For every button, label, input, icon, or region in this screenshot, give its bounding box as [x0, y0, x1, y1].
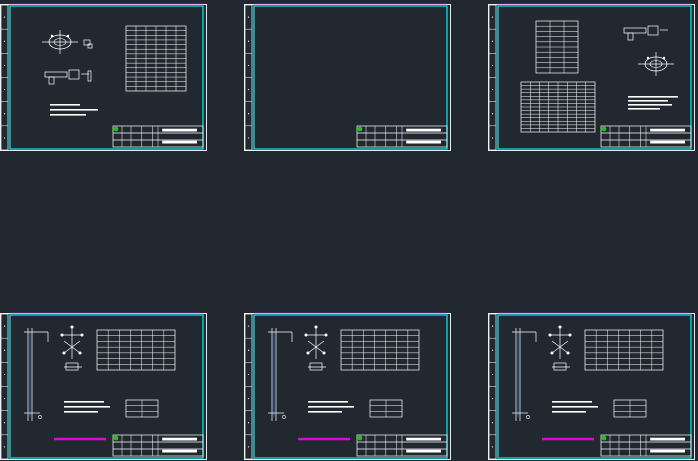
- drawing-sheets-layer: [0, 3, 698, 460]
- notes-text: [64, 401, 110, 413]
- drawing-sheet-sheet-6[interactable]: [488, 312, 695, 460]
- sheet-side-ruler: [0, 313, 9, 460]
- pole-elevation-drawing: [512, 328, 537, 421]
- drawing-sheet-sheet-2[interactable]: [244, 3, 679, 151]
- title-block: [356, 434, 448, 457]
- legend-table: [613, 399, 647, 418]
- drawing-sheet-sheet-4[interactable]: [0, 312, 207, 460]
- logo-icon: [357, 126, 363, 132]
- drawing-sheet-sheet-5[interactable]: [244, 312, 451, 460]
- schedule-table: [340, 329, 420, 371]
- notes-text: [628, 96, 678, 110]
- schedule-table: [96, 329, 176, 371]
- ring-assembly-drawing: [638, 52, 674, 76]
- logo-icon: [601, 126, 607, 132]
- logo-icon: [113, 126, 119, 132]
- legend-table: [125, 399, 159, 418]
- logo-icon: [357, 435, 363, 441]
- logo-icon: [601, 435, 607, 441]
- schedule-table: [520, 81, 596, 133]
- pole-elevation-drawing: [24, 328, 49, 421]
- notes-text: [50, 104, 98, 116]
- schedule-table: [584, 329, 664, 371]
- drawing-sheet-sheet-1[interactable]: [0, 3, 207, 151]
- sheet-side-ruler: [244, 4, 253, 151]
- crossarm-detail-drawing: [548, 325, 572, 371]
- title-block: [600, 434, 692, 457]
- notes-text: [308, 401, 354, 413]
- title-block: [112, 125, 204, 148]
- drawing-sheet-sheet-3[interactable]: [488, 3, 698, 151]
- ring-assembly-drawing: [42, 30, 78, 54]
- notes-text: [552, 401, 598, 413]
- material-table: [535, 20, 579, 74]
- title-block: [112, 434, 204, 457]
- bracket-drawing: [44, 69, 89, 85]
- title-block: [600, 125, 692, 148]
- sheet-side-ruler: [488, 313, 497, 460]
- crossarm-detail-drawing: [304, 325, 328, 371]
- crossarm-detail-drawing: [60, 325, 84, 371]
- sheet-side-ruler: [0, 4, 9, 151]
- title-block: [356, 125, 448, 148]
- schedule-table: [125, 25, 187, 92]
- sheet-side-ruler: [488, 4, 497, 151]
- logo-icon: [113, 435, 119, 441]
- sheet-side-ruler: [244, 313, 253, 460]
- pole-elevation-drawing: [268, 328, 293, 421]
- legend-table: [369, 399, 403, 418]
- bracket-drawing: [623, 25, 668, 41]
